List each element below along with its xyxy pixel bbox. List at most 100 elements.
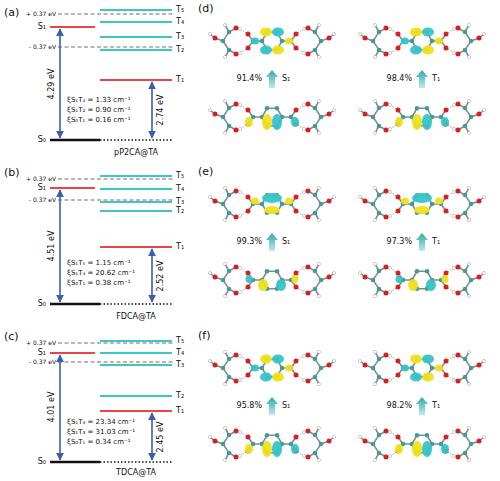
- percentage-label: 91.4%: [237, 75, 262, 83]
- state-label: T₁: [176, 407, 184, 415]
- transition-arrow: [266, 233, 278, 251]
- system-name: FDCA@TA: [116, 313, 156, 321]
- ground-level: [50, 303, 100, 305]
- hole-orbital: [396, 275, 449, 291]
- molecule: [208, 262, 335, 297]
- energy-gap-arrow: [151, 82, 153, 138]
- particle-orbital: [251, 355, 293, 382]
- energy-offset-label: + 0.37 eV: [26, 11, 56, 17]
- transition-arrow: [266, 397, 278, 415]
- particle-orbital: [401, 193, 443, 214]
- hole-orbital: [395, 114, 449, 130]
- state-label: T₄: [176, 18, 184, 26]
- state-label: T₂: [176, 207, 184, 215]
- soc-constant: ξS₁T₂ = 0.90 cm⁻¹: [67, 107, 131, 114]
- nto-panel: [208, 186, 485, 297]
- panel-label: (d): [198, 3, 214, 14]
- hole-orbital: [245, 114, 299, 130]
- transition-arrow: [416, 397, 428, 415]
- molecule: [358, 262, 485, 297]
- triplet-level: [100, 188, 172, 190]
- molecule: [208, 350, 335, 385]
- triplet-level: [100, 201, 172, 203]
- triplet-level: [100, 364, 172, 366]
- soc-constant: ξS₀T₁ = 0.38 cm⁻¹: [67, 280, 131, 287]
- triplet-level: [100, 49, 172, 51]
- offset-line: [58, 46, 174, 47]
- energy-offset-label: + 0.37 eV: [26, 176, 56, 182]
- state-label: T₃: [176, 33, 184, 41]
- state-label: S₁: [38, 184, 46, 192]
- energy-gap-arrow: [59, 190, 61, 302]
- molecule: [358, 426, 485, 461]
- energy-gap-label: 4.51 eV: [48, 231, 56, 262]
- state-label: S₁: [282, 238, 290, 246]
- energy-diagram: [50, 341, 174, 462]
- triplet-level: [100, 36, 172, 38]
- state-label: S₁: [38, 349, 46, 357]
- state-label: T₁: [176, 76, 184, 84]
- panel-label: (e): [198, 166, 213, 177]
- state-label: S₀: [38, 136, 46, 144]
- particle-orbital: [401, 28, 443, 55]
- soc-constant: ξS₁T₄ = 1.33 cm⁻¹: [67, 97, 131, 104]
- ground-level: [50, 139, 100, 141]
- state-label: S₁: [38, 23, 46, 31]
- triplet-level: [100, 340, 172, 342]
- state-label: T₅: [176, 172, 184, 180]
- energy-gap-label: 2.74 eV: [157, 95, 165, 126]
- triplet-level: [100, 175, 172, 177]
- state-label: T₁: [432, 238, 440, 246]
- energy-gap-arrow: [59, 29, 61, 138]
- panel-label: (f): [198, 330, 210, 341]
- hole-orbital: [246, 275, 299, 291]
- molecule: [208, 426, 335, 461]
- ground-level: [50, 461, 100, 463]
- panel-label: (a): [4, 7, 19, 18]
- triplet-level: [100, 21, 172, 23]
- singlet-level: [50, 187, 95, 189]
- state-label: T₂: [176, 46, 184, 54]
- offset-line: [58, 178, 174, 179]
- nto-panel: [208, 23, 485, 134]
- energy-diagram: [50, 10, 174, 140]
- system-name: TDCA@TA: [116, 469, 156, 477]
- state-label: S₁: [282, 75, 290, 83]
- molecule: [358, 23, 485, 58]
- triplet-level: [100, 79, 172, 81]
- molecule: [208, 99, 335, 134]
- state-label: T₅: [176, 337, 184, 345]
- nto-panel: [208, 350, 485, 461]
- transition-arrow: [416, 233, 428, 251]
- state-label: T₁: [176, 243, 184, 251]
- state-label: T₄: [176, 349, 184, 357]
- state-label: T₄: [176, 185, 184, 193]
- offset-line: [58, 13, 174, 14]
- energy-gap-arrow: [59, 355, 61, 460]
- particle-orbital: [251, 28, 293, 55]
- particle-orbital: [251, 193, 293, 214]
- offset-line: [58, 361, 174, 362]
- molecule: [358, 350, 485, 385]
- energy-offset-label: - 0.37 eV: [29, 197, 56, 203]
- soc-constant: ξS₀T₁ = 0.34 cm⁻¹: [67, 439, 131, 446]
- soc-constant: ξS₁T₄ = 20.62 cm⁻¹: [67, 270, 135, 277]
- percentage-label: 97.3%: [387, 238, 412, 246]
- state-label: S₀: [38, 300, 46, 308]
- molecule: [208, 23, 335, 58]
- panel-label: (c): [4, 331, 19, 342]
- hole-orbital: [245, 441, 299, 457]
- energy-gap-label: 2.52 eV: [157, 261, 165, 292]
- singlet-level: [50, 352, 95, 354]
- state-label: S₁: [282, 402, 290, 410]
- energy-offset-label: - 0.37 eV: [29, 44, 56, 50]
- state-label: T₁: [432, 75, 440, 83]
- percentage-label: 95.8%: [237, 402, 262, 410]
- soc-constant: ξS₀T₁ = 0.16 cm⁻¹: [67, 117, 131, 124]
- offset-line: [58, 342, 174, 343]
- percentage-label: 98.2%: [387, 402, 412, 410]
- energy-gap-label: 4.01 eV: [48, 392, 56, 423]
- panel-label: (b): [4, 167, 20, 178]
- triplet-level: [100, 352, 172, 354]
